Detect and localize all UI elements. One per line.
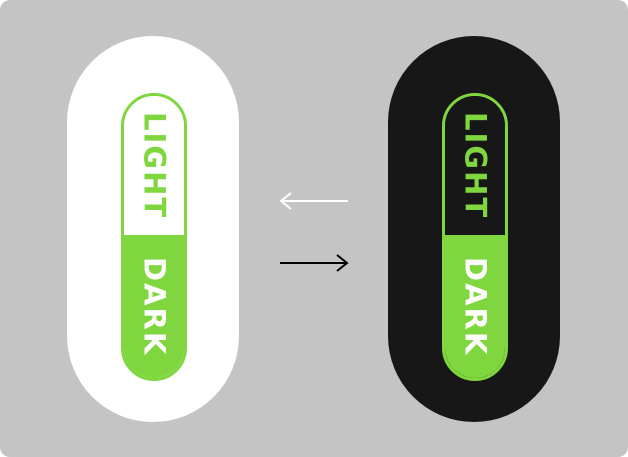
arrow-right-icon xyxy=(280,254,349,272)
dark-theme-toggle[interactable]: LIGHT DARK xyxy=(442,93,508,381)
dark-option-segment[interactable]: DARK xyxy=(124,235,184,378)
dark-theme-card: LIGHT DARK xyxy=(388,36,560,422)
light-theme-card: LIGHT DARK xyxy=(67,36,239,422)
light-option-label: LIGHT xyxy=(137,111,172,220)
light-theme-toggle[interactable]: LIGHT DARK xyxy=(121,93,187,381)
dark-option-label: DARK xyxy=(458,256,493,357)
dark-option-label: DARK xyxy=(137,256,172,357)
arrow-left-icon xyxy=(279,192,348,210)
light-option-segment[interactable]: LIGHT xyxy=(445,96,505,235)
light-option-label: LIGHT xyxy=(458,111,493,220)
light-option-segment[interactable]: LIGHT xyxy=(124,96,184,235)
dark-option-segment[interactable]: DARK xyxy=(445,235,505,378)
